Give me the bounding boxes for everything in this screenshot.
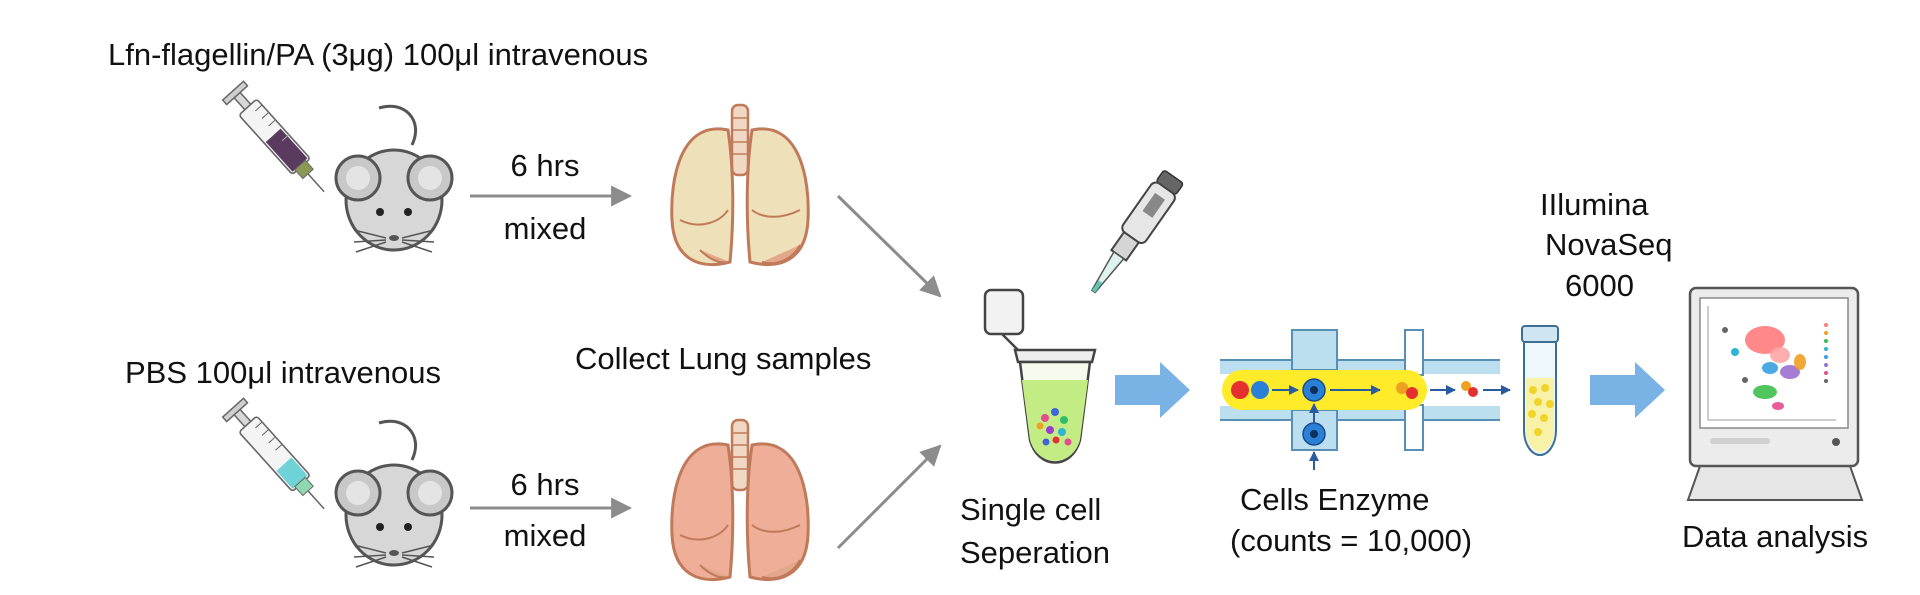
arrow-bottom-lung-to-tube — [836, 444, 942, 550]
time-label-top: 6 hrs — [510, 148, 580, 183]
syringe-icon-control — [221, 397, 325, 510]
treatment-label: Lfn-flagellin/PA (3μg) 100μl intravenous — [108, 37, 649, 72]
separation-label-line1: Single cell — [960, 492, 1102, 527]
block-arrow-to-chip — [1115, 362, 1190, 418]
plot-legend — [1824, 323, 1828, 383]
separation-label-line2: Seperation — [960, 535, 1110, 570]
collect-lung-label: Collect Lung samples — [575, 341, 872, 376]
enzyme-label-line2: (counts = 10,000) — [1230, 523, 1473, 558]
falcon-tube-icon — [1521, 325, 1559, 457]
data-analysis-label: Data analysis — [1682, 519, 1869, 554]
lungs-icon-control — [670, 418, 810, 582]
mouse-icon — [334, 104, 454, 253]
sequencer-label-line3: 6000 — [1565, 268, 1634, 303]
arrow-top-lung-to-tube — [836, 194, 942, 298]
mixed-label-top: mixed — [503, 211, 587, 246]
syringe-icon — [221, 80, 325, 193]
pipette-icon — [1090, 170, 1184, 294]
scatter-clusters — [1722, 326, 1806, 410]
sequencer-label-line2: NovaSeq — [1545, 227, 1673, 262]
mouse-icon-control — [334, 419, 454, 568]
time-label-bottom: 6 hrs — [510, 467, 580, 502]
block-arrow-to-monitor — [1590, 362, 1665, 418]
microtube-icon — [983, 288, 1097, 464]
sequencer-label-line1: IIlumina — [1540, 187, 1649, 222]
control-label: PBS 100μl intravenous — [125, 355, 441, 390]
lungs-icon-treated — [670, 103, 810, 267]
enzyme-label-line1: Cells Enzyme — [1240, 482, 1430, 517]
monitor-icon — [1686, 286, 1864, 501]
mixed-label-bottom: mixed — [503, 518, 587, 553]
microfluidic-chip-icon — [1220, 329, 1511, 470]
